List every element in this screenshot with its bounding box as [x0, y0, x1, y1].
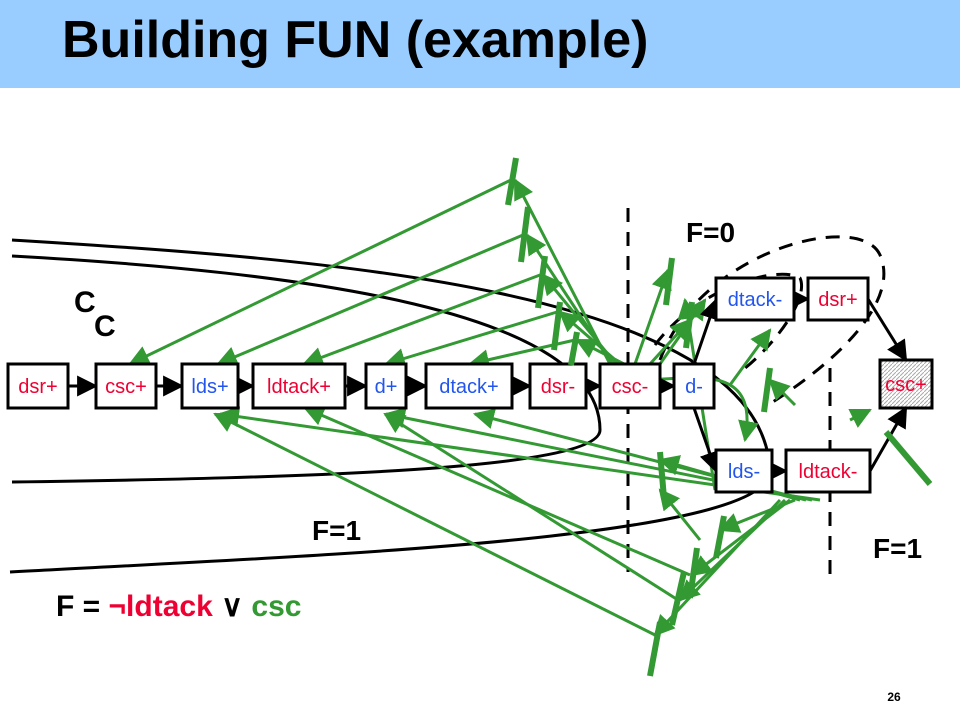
cut-bar-1 — [505, 157, 519, 206]
node-box — [878, 358, 934, 410]
label-f1-left: F=1 — [312, 515, 361, 546]
cut-bar-6 — [663, 257, 675, 306]
arrow-d-minus-to-dtack-minus — [692, 298, 720, 365]
node-label: dsr- — [541, 376, 575, 398]
node-csc-plus-2: csc+ — [878, 358, 934, 410]
formula-or: ∨ — [213, 590, 252, 623]
node-label: dtack- — [728, 289, 782, 311]
green-arrow-24 — [383, 412, 679, 602]
cut-bar-8 — [657, 451, 667, 499]
label-c2: C — [94, 310, 116, 343]
cut-bar-14 — [883, 430, 933, 486]
green-arrow-1 — [128, 178, 512, 366]
green-arrow-4 — [383, 310, 558, 369]
node-box — [784, 448, 872, 494]
node-lds-minus: lds- — [714, 448, 774, 494]
node-label: ldtack+ — [267, 376, 331, 398]
node-label: lds+ — [191, 376, 228, 398]
node-label: lds- — [728, 461, 760, 483]
dashed-curve-outer — [658, 235, 886, 407]
node-box — [598, 362, 662, 410]
cut-bar-5 — [568, 331, 580, 366]
node-dsr-plus-1: dsr+ — [6, 362, 70, 410]
node-dtack-minus: dtack- — [714, 276, 796, 322]
green-arrow-2 — [216, 233, 524, 367]
node-dsr-plus-2: dsr+ — [806, 276, 870, 322]
green-arrow-10 — [575, 338, 625, 366]
node-box — [251, 362, 347, 410]
node-ldtack-plus: ldtack+ — [251, 362, 347, 410]
node-box — [6, 362, 70, 410]
node-lds-plus: lds+ — [180, 362, 240, 410]
node-box — [672, 362, 716, 410]
formula: F = ¬ldtack ∨ csc — [56, 590, 301, 623]
arrow-ldtack-minus-to-csc-plus-2 — [868, 406, 908, 472]
node-label: csc+ — [105, 376, 147, 398]
green-arrow-28 — [728, 328, 772, 386]
cut-bar-2 — [518, 206, 531, 263]
formula-csc: csc — [251, 590, 301, 623]
node-label: dsr+ — [18, 376, 57, 398]
node-label: csc- — [612, 376, 649, 398]
formula-ldtack: ldtack — [126, 590, 213, 623]
node-label: dtack+ — [439, 376, 498, 398]
node-box — [364, 362, 408, 410]
green-arrow-25 — [213, 412, 656, 637]
node-box — [528, 362, 588, 410]
cut-bar-12 — [647, 621, 663, 677]
formula-f: F = — [56, 590, 109, 623]
node-csc-minus: csc- — [598, 362, 662, 410]
title-bar — [0, 0, 960, 88]
green-arrow-26 — [768, 378, 797, 407]
label-c1: C — [74, 286, 96, 319]
node-box — [424, 362, 514, 410]
cut-bar-10 — [687, 547, 700, 599]
cut-bar-7 — [683, 301, 695, 349]
node-d-minus: d- — [672, 362, 716, 410]
green-arrow-6 — [513, 178, 612, 365]
region-curve-inner — [11, 254, 602, 484]
label-f1-right: F=1 — [873, 533, 922, 564]
cut-bar-9 — [713, 515, 727, 559]
cut-bars — [505, 157, 933, 677]
cut-bar-11 — [669, 571, 687, 626]
formula-not: ¬ — [109, 590, 127, 623]
cut-bar-4 — [551, 301, 563, 351]
cut-bar-3 — [535, 255, 548, 309]
node-dsr-minus: dsr- — [528, 362, 588, 410]
node-label: csc+ — [885, 374, 927, 396]
arrow-d-minus-to-lds-minus — [692, 407, 720, 473]
node-box — [806, 276, 870, 322]
green-arrow-3 — [302, 273, 541, 368]
node-box — [94, 362, 158, 410]
node-box — [714, 276, 796, 322]
node-dtack-plus: dtack+ — [424, 362, 514, 410]
node-box — [714, 448, 774, 494]
arrow-dsr-plus-2-to-csc-plus-2 — [866, 298, 908, 362]
node-label: d+ — [375, 376, 398, 398]
cut-bar-13 — [761, 367, 773, 413]
node-label: d- — [685, 376, 703, 398]
nodes: dsr+ csc+ lds+ ldtack+ d+ dtack+ dsr-csc-d-dta… — [6, 276, 934, 494]
green-arrow-29 — [848, 408, 872, 428]
node-d-plus: d+ — [364, 362, 408, 410]
page-number: 26 — [887, 690, 901, 704]
node-csc-plus-1: csc+ — [94, 362, 158, 410]
black-arrows — [68, 288, 908, 482]
slide-title: Building FUN (example) — [62, 11, 649, 69]
label-f0: F=0 — [686, 217, 735, 248]
green-arrow-12 — [648, 318, 692, 366]
node-ldtack-minus: ldtack- — [784, 448, 872, 494]
node-label: ldtack- — [799, 461, 858, 483]
node-label: dsr+ — [818, 289, 857, 311]
green-arrow-27 — [658, 488, 702, 541]
node-box — [180, 362, 240, 410]
green-arrow-11 — [633, 268, 672, 365]
green-arrow-23 — [303, 405, 691, 577]
